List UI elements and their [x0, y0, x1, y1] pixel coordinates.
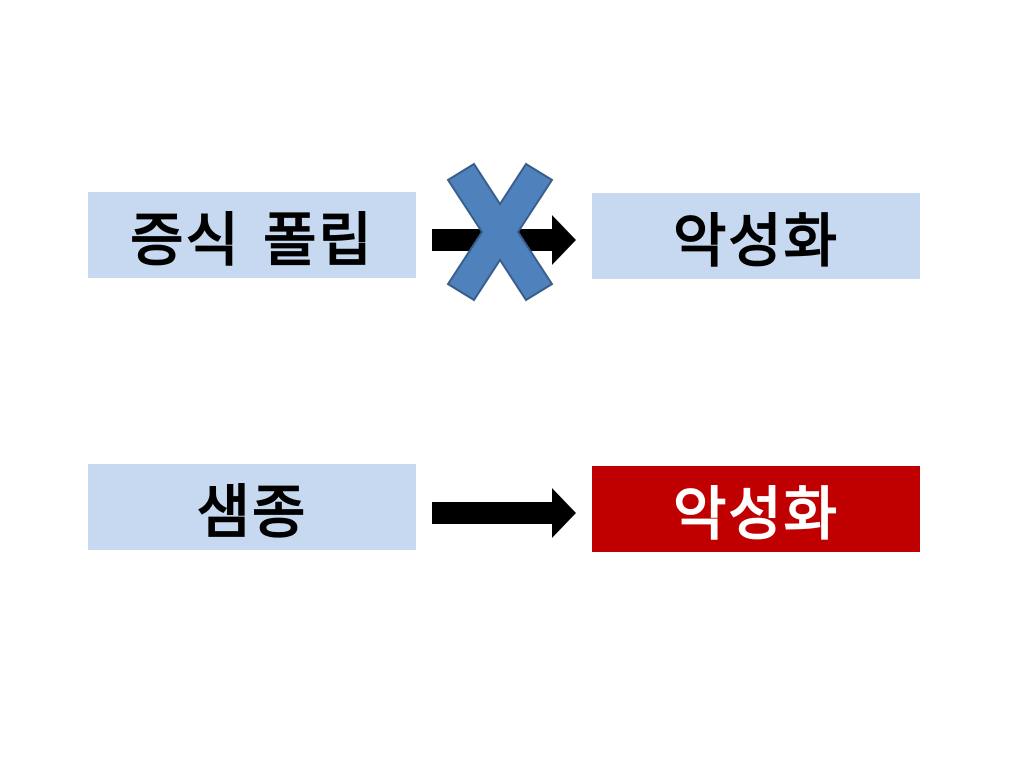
malignancy-label: 악성화	[672, 480, 840, 548]
x-mark-icon	[446, 162, 554, 302]
adenoma-box: 샘종	[88, 464, 416, 550]
malignancy-label: 악성화	[672, 207, 840, 275]
arrow-right-icon	[432, 488, 576, 538]
hyperplastic-polyp-label: 증식 폴립	[130, 206, 374, 274]
malignancy-box-blocked: 악성화	[592, 193, 920, 279]
hyperplastic-polyp-box: 증식 폴립	[88, 192, 416, 278]
malignancy-box-highlight: 악성화	[592, 466, 920, 552]
adenoma-label: 샘종	[196, 478, 308, 546]
